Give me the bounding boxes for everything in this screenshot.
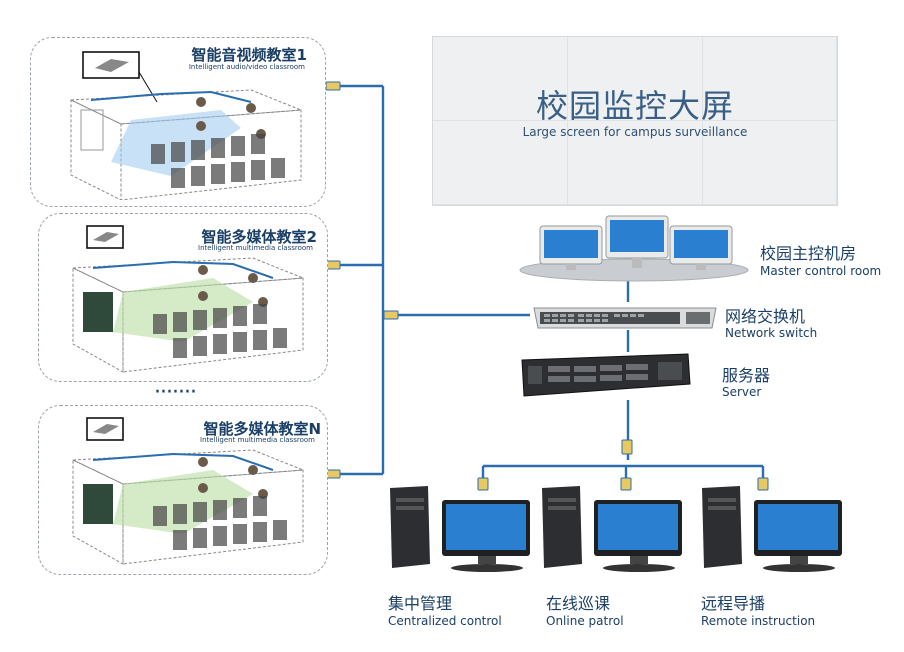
screen-wall-title: 校园监控大屏 xyxy=(535,87,734,125)
screen-wall-subtitle: Large screen for campus surveillance xyxy=(522,125,748,139)
client-label-en: Online patrol xyxy=(546,614,624,628)
client-label-zh: 在线巡课 xyxy=(546,594,611,613)
client-label-en: Remote instruction xyxy=(701,614,816,628)
classroom-title: 智能多媒体教室2 xyxy=(201,228,317,246)
workstation-centralized xyxy=(390,486,530,572)
switch-label-en: Network switch xyxy=(725,326,818,340)
screen-panel xyxy=(433,121,568,205)
screen-panel xyxy=(703,121,837,205)
ellipsis: ······· xyxy=(154,380,197,405)
screen-panel xyxy=(703,37,837,121)
switch-label-zh: 网络交换机 xyxy=(725,307,806,326)
screen-panel xyxy=(568,121,703,205)
master-control-desk xyxy=(519,215,749,282)
master-room-label-zh: 校园主控机房 xyxy=(760,244,857,263)
server-label-zh: 服务器 xyxy=(722,366,771,385)
screen-panel xyxy=(433,37,568,121)
classroom-subtitle: Intelligent multimedia classroom xyxy=(198,244,313,252)
workstation-remote xyxy=(702,486,842,572)
client-label-en: Centralized control xyxy=(388,614,502,628)
network-switch-device xyxy=(533,307,717,329)
classroom-subtitle: Intelligent audio/video classroom xyxy=(188,63,305,71)
classroom-illustration xyxy=(72,417,304,565)
classroom-card-1: 智能音视频教室1 Intelligent audio/video classro… xyxy=(30,37,326,207)
classroom-illustration xyxy=(70,51,302,200)
classroom-illustration xyxy=(72,225,304,373)
client-label-zh: 远程导播 xyxy=(701,594,766,613)
server-device xyxy=(521,353,691,397)
workstation-patrol xyxy=(542,486,682,572)
classroom-subtitle: Intelligent multimedia classroom xyxy=(200,436,315,444)
classroom-title: 智能多媒体教室N xyxy=(203,420,321,438)
classroom-title: 智能音视频教室1 xyxy=(191,46,307,64)
master-room-label-en: Master control room xyxy=(760,264,882,278)
surveillance-screen-wall: 校园监控大屏 Large screen for campus surveilla… xyxy=(432,36,838,206)
server-label-en: Server xyxy=(722,385,762,399)
client-label-zh: 集中管理 xyxy=(388,594,453,613)
screen-panel xyxy=(568,37,703,121)
classroom-card-n: 智能多媒体教室N Intelligent multimedia classroo… xyxy=(38,405,328,575)
classroom-card-2: 智能多媒体教室2 Intelligent multimedia classroo… xyxy=(38,213,328,382)
